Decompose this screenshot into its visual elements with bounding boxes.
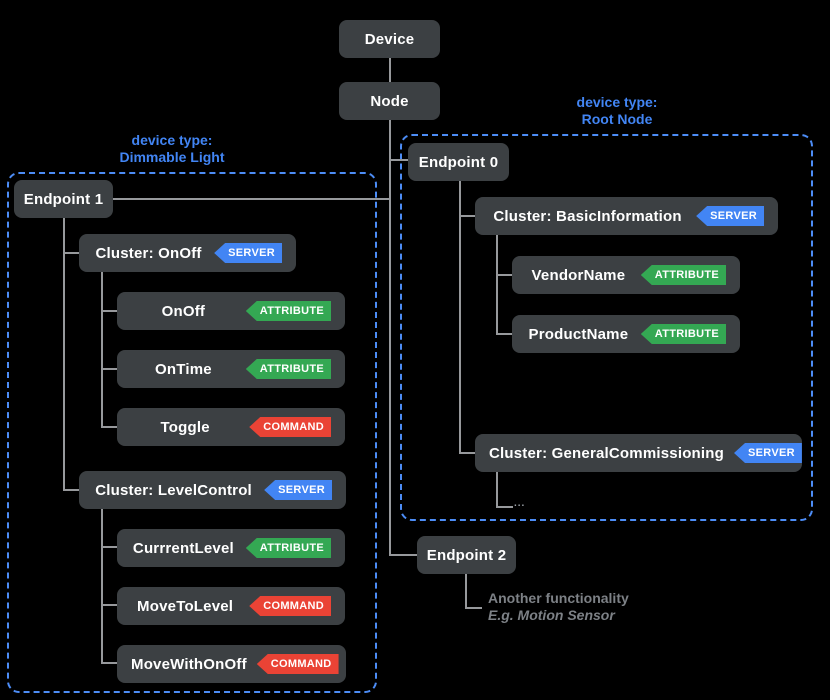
node-label: Endpoint 0 (418, 153, 499, 171)
connector-device-node (389, 58, 391, 82)
node-attr-onoff: OnOff ATTRIBUTE (117, 292, 345, 330)
more-items-ellipsis: ... (514, 498, 526, 509)
command-badge: COMMAND (256, 654, 339, 674)
command-badge: COMMAND (249, 596, 331, 616)
node-label: Endpoint 2 (426, 546, 507, 564)
node-attr-productname: ProductName ATTRIBUTE (512, 315, 740, 353)
connector-onoff-children (101, 272, 103, 427)
connector-trunk-endpoint0 (389, 159, 409, 161)
group-box-root-node (400, 134, 813, 521)
node-label: VendorName (531, 266, 626, 284)
endpoint2-note: Another functionality E.g. Motion Sensor (488, 590, 629, 624)
attribute-badge: ATTRIBUTE (245, 538, 331, 558)
device-type-caption: device type: (576, 94, 658, 110)
node-cluster-generalcommissioning: Cluster: GeneralCommissioning SERVER (475, 434, 802, 472)
node-label: MoveWithOnOff (131, 655, 247, 673)
node-attr-vendorname: VendorName ATTRIBUTE (512, 256, 740, 294)
connector-cmd-movetolevel (101, 604, 117, 606)
node-label: CurrrentLevel (132, 539, 234, 557)
node-endpoint1: Endpoint 1 (14, 180, 113, 218)
node-label: Node (370, 92, 409, 110)
device-type-caption: device type: (131, 132, 213, 148)
device-type-value: Dimmable Light (119, 149, 225, 165)
node-label: Cluster: GeneralCommissioning (489, 444, 725, 462)
server-badge: SERVER (264, 480, 332, 500)
node-label: Device (364, 30, 415, 48)
node-attr-ontime: OnTime ATTRIBUTE (117, 350, 345, 388)
node-node: Node (339, 82, 440, 120)
connector-generalcommissioning (459, 452, 475, 454)
note-line2: E.g. Motion Sensor (488, 607, 615, 623)
connector-trunk-endpoint1 (113, 198, 390, 200)
server-badge: SERVER (734, 443, 802, 463)
node-label: Cluster: OnOff (95, 244, 202, 262)
connector-endpoint2-note (465, 607, 482, 609)
node-cmd-movetolevel: MoveToLevel COMMAND (117, 587, 345, 625)
device-type-value: Root Node (581, 111, 653, 127)
connector-attr-ontime (101, 368, 117, 370)
node-label: ProductName (528, 325, 629, 343)
node-cmd-toggle: Toggle COMMAND (117, 408, 345, 446)
group-label-root-node: device type: Root Node (507, 94, 727, 128)
connector-attr-currrentlevel (101, 546, 117, 548)
connector-cmd-movewithonoff (101, 662, 117, 664)
attribute-badge: ATTRIBUTE (245, 359, 331, 379)
attribute-badge: ATTRIBUTE (640, 265, 726, 285)
server-badge: SERVER (696, 206, 764, 226)
connector-generalcommissioning-more (496, 472, 498, 508)
node-cluster-levelcontrol: Cluster: LevelControl SERVER (79, 471, 346, 509)
node-endpoint0: Endpoint 0 (408, 143, 509, 181)
connector-basicinformation-children (496, 235, 498, 334)
node-label: Endpoint 1 (23, 190, 104, 208)
group-label-dimmable-light: device type: Dimmable Light (62, 132, 282, 166)
connector-endpoint1-children (63, 217, 65, 490)
connector-endpoint2-note (465, 574, 467, 609)
command-badge: COMMAND (249, 417, 331, 437)
node-cluster-onoff: Cluster: OnOff SERVER (79, 234, 296, 272)
node-device: Device (339, 20, 440, 58)
connector-levelcontrol-children (101, 509, 103, 664)
node-label: Toggle (160, 418, 210, 436)
node-attr-currrentlevel: CurrrentLevel ATTRIBUTE (117, 529, 345, 567)
node-label: Cluster: BasicInformation (493, 207, 682, 225)
connector-node-trunk (389, 120, 391, 556)
connector-trunk-endpoint2 (389, 554, 417, 556)
connector-basicinformation (459, 215, 475, 217)
node-endpoint2: Endpoint 2 (417, 536, 516, 574)
node-cmd-movewithonoff: MoveWithOnOff COMMAND (117, 645, 346, 683)
note-line1: Another functionality (488, 590, 629, 606)
group-box-dimmable-light (7, 172, 377, 693)
node-label: Cluster: LevelControl (95, 481, 252, 499)
attribute-badge: ATTRIBUTE (640, 324, 726, 344)
attribute-badge: ATTRIBUTE (245, 301, 331, 321)
connector-endpoint0-children (459, 181, 461, 453)
server-badge: SERVER (214, 243, 282, 263)
node-label: OnTime (155, 360, 212, 378)
node-cluster-basicinformation: Cluster: BasicInformation SERVER (475, 197, 778, 235)
connector-ellipsis (496, 506, 513, 508)
connector-cmd-toggle (101, 426, 117, 428)
connector-productname (496, 333, 512, 335)
connector-attr-onoff (101, 310, 117, 312)
connector-vendorname (496, 274, 512, 276)
node-label: OnOff (161, 302, 206, 320)
connector-cluster-onoff (63, 252, 79, 254)
node-label: MoveToLevel (137, 597, 234, 615)
connector-cluster-levelcontrol (63, 489, 79, 491)
